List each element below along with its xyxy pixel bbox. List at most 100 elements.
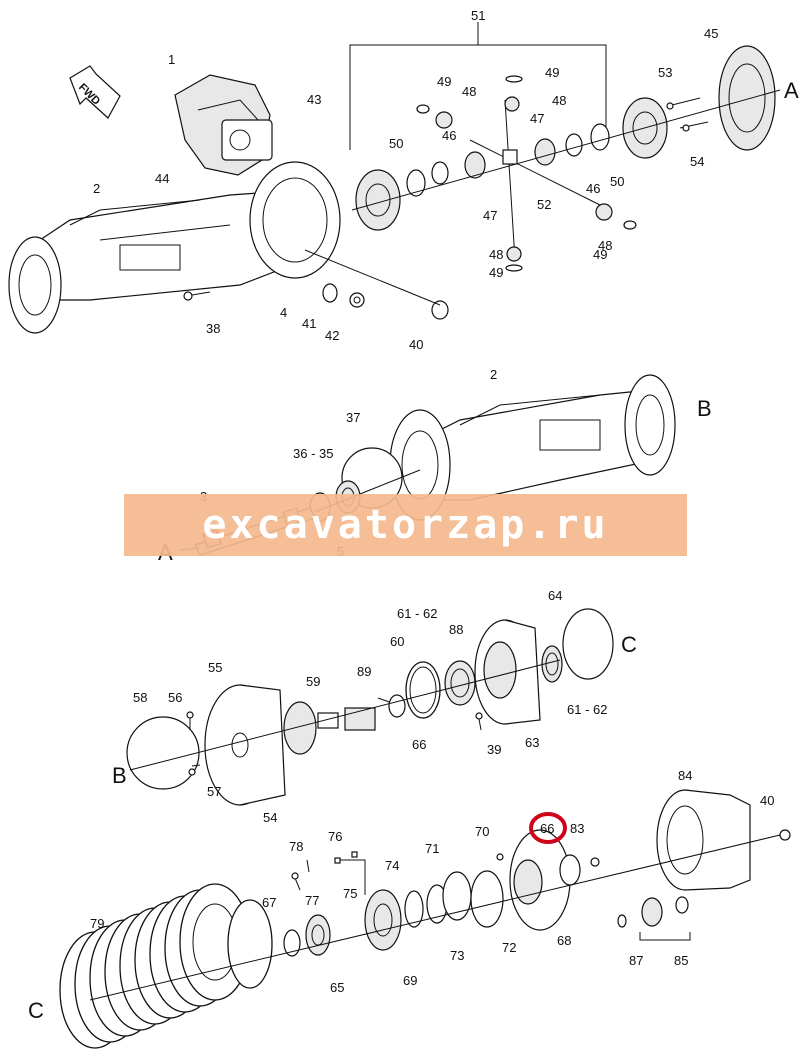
washer-83 xyxy=(590,857,600,867)
pins-78-77 xyxy=(291,859,310,891)
section-hub: 64 61 - 62 88 60 55 89 59 58 56 66 39 63… xyxy=(112,588,637,825)
brake-discs-79 xyxy=(59,883,251,1049)
bolt-39 xyxy=(475,712,483,731)
washer-87 xyxy=(617,914,627,928)
label-77: 77 xyxy=(305,893,319,908)
label-2-b: 2 xyxy=(490,367,497,382)
washer-50-right xyxy=(590,123,610,151)
label-48-d: 48 xyxy=(489,247,503,262)
pinion-48-c xyxy=(506,246,522,262)
label-41: 41 xyxy=(302,316,316,331)
label-48-a: 48 xyxy=(462,84,476,99)
label-69: 69 xyxy=(403,973,417,988)
washer-49-c xyxy=(505,264,523,272)
label-4: 4 xyxy=(280,305,287,320)
label-50-a: 50 xyxy=(389,136,403,151)
label-47-a: 47 xyxy=(530,111,544,126)
label-42: 42 xyxy=(325,328,339,343)
side-gear-47-right xyxy=(534,138,556,166)
watermark-band xyxy=(124,494,687,556)
label-54-b: 54 xyxy=(263,810,277,825)
fwd-arrow-icon: FWD xyxy=(69,65,121,119)
diff-case-left-50 xyxy=(355,169,401,231)
cross-spider-52 xyxy=(469,99,601,261)
label-87: 87 xyxy=(629,953,643,968)
bracket-51 xyxy=(349,44,607,150)
axle-housing-top xyxy=(8,161,341,334)
label-60: 60 xyxy=(390,634,404,649)
label-59: 59 xyxy=(306,674,320,689)
plate-67 xyxy=(227,899,273,989)
wheel-hub-63 xyxy=(474,619,541,725)
label-53: 53 xyxy=(658,65,672,80)
washer-46-right xyxy=(565,133,583,157)
connector-a-top: A xyxy=(784,78,799,103)
label-40-b: 40 xyxy=(760,793,774,808)
label-70: 70 xyxy=(475,824,489,839)
bearing-88 xyxy=(444,660,476,706)
washer-49-a xyxy=(416,104,430,114)
plug-40 xyxy=(431,300,449,320)
diff-axis xyxy=(351,89,781,211)
watermark-text: excavatorzap.ru xyxy=(202,502,609,548)
brake-axis xyxy=(89,834,781,1001)
label-46-a: 46 xyxy=(442,128,456,143)
bolt-53 xyxy=(666,97,701,110)
label-55: 55 xyxy=(208,660,222,675)
side-gear-47-left xyxy=(464,151,486,179)
label-61-62-a: 61 - 62 xyxy=(397,606,437,621)
washer-41 xyxy=(322,283,338,303)
oring-66-top xyxy=(388,694,406,718)
pins-76-75 xyxy=(334,851,366,895)
label-43: 43 xyxy=(307,92,321,107)
label-67: 67 xyxy=(262,895,276,910)
label-74: 74 xyxy=(385,858,399,873)
label-76: 76 xyxy=(328,829,342,844)
label-47-b: 47 xyxy=(483,208,497,223)
label-78: 78 xyxy=(289,839,303,854)
label-36-35: 36 - 35 xyxy=(293,446,333,461)
pinion-48-d xyxy=(595,203,613,221)
label-49-b: 49 xyxy=(545,65,559,80)
ring-60 xyxy=(405,661,441,719)
pinion-48-b xyxy=(504,96,520,112)
label-89: 89 xyxy=(357,664,371,679)
label-73: 73 xyxy=(450,948,464,963)
axle-housing-bottom xyxy=(389,374,676,521)
label-45: 45 xyxy=(704,26,718,41)
label-54-a: 54 xyxy=(690,154,704,169)
planet-carrier-59 xyxy=(283,701,339,755)
label-49-a: 49 xyxy=(437,74,451,89)
washer-50-left xyxy=(406,169,426,197)
hub-axis xyxy=(129,659,561,771)
label-64: 64 xyxy=(548,588,562,603)
plug-42 xyxy=(349,292,365,308)
ring-gear-45 xyxy=(718,45,776,151)
label-71: 71 xyxy=(425,841,439,856)
connector-b-mid: B xyxy=(112,763,127,788)
bolt-57 xyxy=(188,764,201,776)
planet-85 xyxy=(639,896,691,941)
carrier-housing xyxy=(174,74,273,176)
connector-c-top: C xyxy=(621,632,637,657)
seal-72 xyxy=(470,870,504,928)
label-49-d: 49 xyxy=(593,247,607,262)
ring-67 xyxy=(283,929,301,957)
label-57: 57 xyxy=(207,784,221,799)
gear-65 xyxy=(305,914,331,956)
label-46-b: 46 xyxy=(586,181,600,196)
label-88: 88 xyxy=(449,622,463,637)
label-83: 83 xyxy=(570,821,584,836)
highlight-ring xyxy=(529,812,567,844)
label-48-b: 48 xyxy=(552,93,566,108)
pinion-48-a xyxy=(435,111,453,129)
label-66-b: 66 xyxy=(540,821,554,836)
bolt-56 xyxy=(186,711,194,730)
label-51: 51 xyxy=(471,8,485,23)
label-48-c: 48 xyxy=(598,238,612,253)
leader-40 xyxy=(304,249,441,306)
section-brake: 40 84 66 83 70 76 78 71 74 77 75 79 67 7… xyxy=(28,768,791,1049)
washer-49-b xyxy=(505,75,523,83)
label-75: 75 xyxy=(343,886,357,901)
